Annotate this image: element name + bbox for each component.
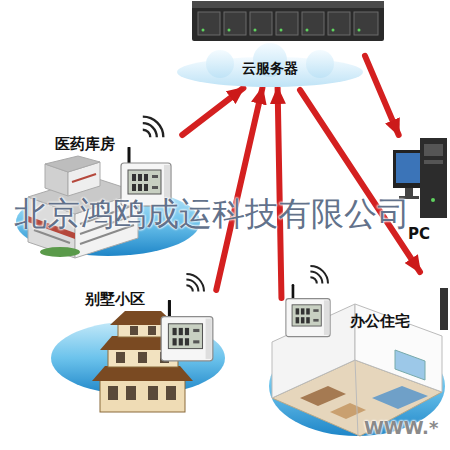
office-room bbox=[395, 350, 425, 380]
server-rack bbox=[332, 29, 335, 32]
server-rack bbox=[306, 29, 309, 32]
server-rack bbox=[354, 12, 378, 35]
wifi-signal bbox=[143, 117, 164, 138]
label-holder: 北京鸿鸥成运科技有限公司 bbox=[14, 194, 410, 234]
server-rack bbox=[192, 1, 384, 41]
office-room bbox=[330, 403, 366, 419]
wifi-signal bbox=[310, 266, 328, 284]
server-rack bbox=[254, 29, 257, 32]
mobile-terminal bbox=[440, 288, 448, 330]
node-label: 办公住宅 bbox=[350, 312, 410, 330]
server-rack bbox=[202, 29, 205, 32]
office-room bbox=[355, 360, 358, 436]
data-arrow bbox=[365, 56, 399, 135]
villa-building bbox=[100, 378, 185, 412]
server-rack bbox=[358, 29, 361, 32]
villa-building bbox=[148, 386, 158, 400]
logger-device bbox=[161, 301, 213, 361]
villa-building bbox=[138, 352, 147, 363]
server-rack bbox=[250, 12, 272, 35]
cloud-shape bbox=[177, 57, 363, 87]
data-arrow bbox=[182, 88, 243, 135]
villa-building bbox=[118, 323, 168, 337]
server-rack bbox=[198, 12, 220, 35]
node-label: PC bbox=[408, 225, 430, 243]
server-rack bbox=[280, 29, 283, 32]
computer-icon bbox=[431, 198, 435, 202]
server-rack bbox=[302, 12, 324, 35]
node-label: 医药库房 bbox=[55, 135, 115, 153]
label-holder: WWW.* bbox=[364, 417, 438, 439]
server-rack bbox=[192, 1, 384, 41]
server-rack bbox=[328, 12, 350, 35]
villa-building bbox=[92, 366, 193, 381]
site-area: 别墅小区 bbox=[50, 290, 225, 415]
villa-building bbox=[166, 386, 176, 400]
data-arrow bbox=[300, 90, 420, 272]
server-rack bbox=[192, 1, 384, 8]
office-room bbox=[372, 386, 428, 409]
villa-building bbox=[108, 386, 118, 400]
office-room bbox=[300, 386, 346, 406]
mobile-terminal bbox=[440, 288, 448, 330]
computer-icon bbox=[424, 144, 443, 156]
warehouse-building bbox=[40, 247, 80, 257]
logger-device bbox=[286, 285, 330, 336]
cloud-shape bbox=[206, 50, 234, 78]
warehouse-building bbox=[72, 174, 96, 182]
server-rack bbox=[228, 29, 231, 32]
watermark: 北京鸿鸥成运科技有限公司 bbox=[14, 194, 410, 234]
server-rack bbox=[224, 12, 246, 35]
warehouse-building bbox=[45, 156, 100, 172]
server-rack bbox=[276, 12, 298, 35]
wifi-signal bbox=[186, 274, 204, 292]
computer-icon bbox=[396, 153, 422, 183]
node-label: 云服务器 bbox=[242, 60, 298, 77]
data-arrow bbox=[216, 88, 262, 290]
data-arrow bbox=[300, 90, 420, 272]
node-label: 别墅小区 bbox=[85, 290, 145, 308]
villa-building bbox=[116, 352, 125, 363]
cloud-server: 云服务器 bbox=[175, 42, 365, 88]
computer-icon bbox=[420, 138, 447, 218]
cloud-shape bbox=[306, 50, 334, 78]
villa-building bbox=[126, 386, 136, 400]
villa-building bbox=[130, 326, 138, 335]
data-arrow bbox=[278, 88, 282, 298]
watermark-url: WWW.* bbox=[364, 417, 438, 439]
computer-icon bbox=[424, 160, 443, 164]
villa-building bbox=[148, 326, 156, 335]
